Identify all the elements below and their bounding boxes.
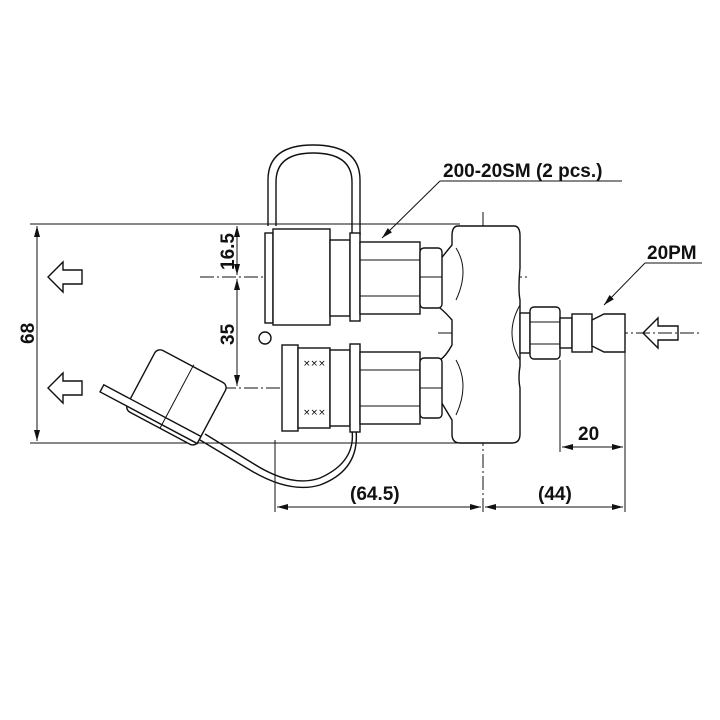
dim-overall-height: 68 [18, 323, 39, 344]
dim-top-offset: 16.5 [218, 233, 239, 270]
dim-pitch: 35 [218, 323, 239, 345]
tee-body [439, 225, 521, 444]
plug-part-label: 20PM [647, 243, 697, 264]
dim-plug-tip: 20 [578, 424, 599, 445]
extension-lines [30, 223, 626, 512]
dim-socket-length: (64.5) [350, 484, 400, 505]
flow-arrow-in [642, 316, 679, 350]
socket-bottom: ××× ××× [258, 331, 443, 433]
retaining-wire-top [267, 144, 361, 235]
retaining-wire-bottom [199, 429, 358, 489]
socket-part-label: 200-20SM (2 pcs.) [443, 161, 602, 182]
dim-plug-length: (44) [538, 484, 572, 505]
plug-20pm [519, 306, 626, 360]
dust-cap [99, 349, 227, 446]
dimension-lines [34, 180, 702, 510]
flow-arrow-out-top [47, 260, 83, 294]
flow-arrow-out-bottom [47, 371, 83, 405]
socket-top [264, 228, 443, 326]
svg-text:×××: ××× [303, 408, 326, 418]
svg-text:×××: ××× [303, 359, 326, 369]
